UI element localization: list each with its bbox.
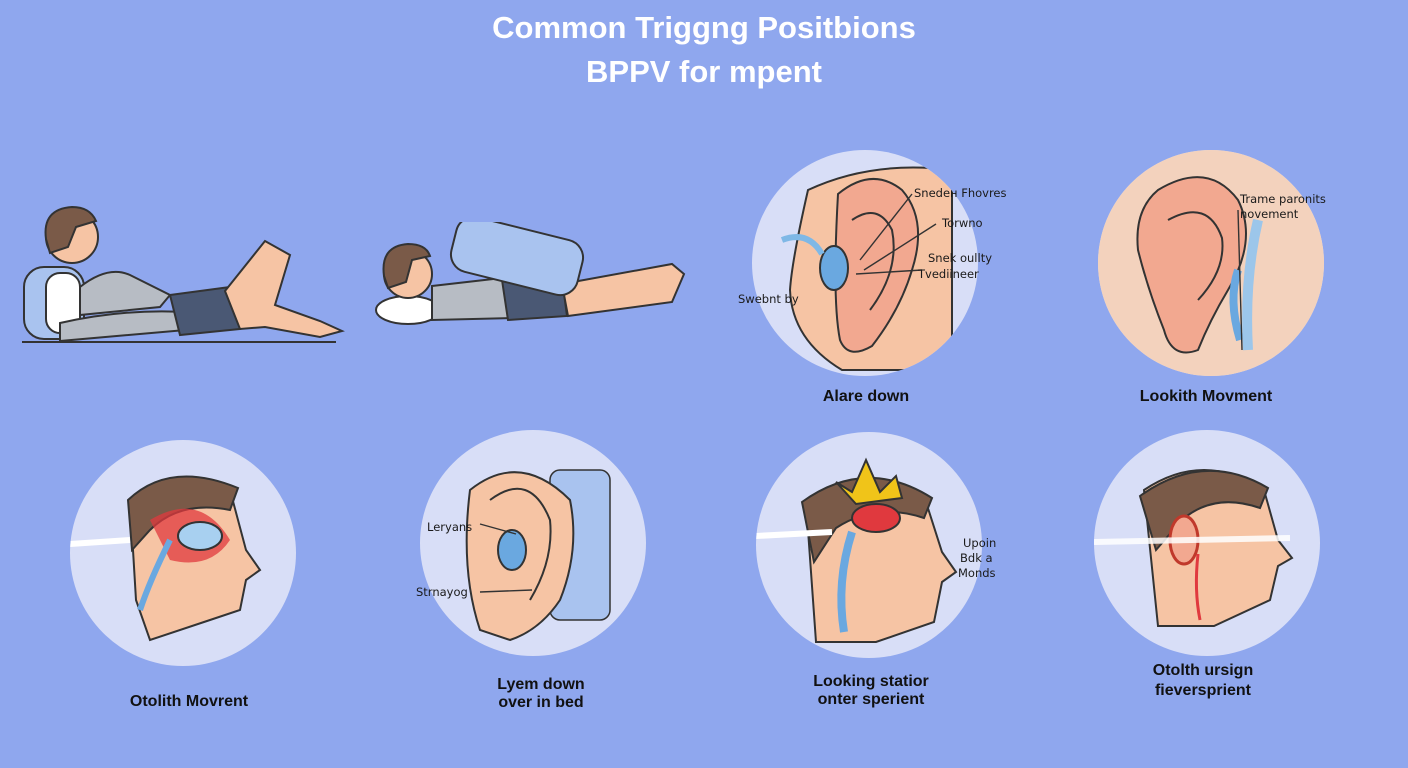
label-novement: novement [1240,207,1299,221]
label-trame-paronits: Trame paronits [1240,192,1326,206]
panel-ear-pillow [420,430,646,656]
caption-lookith-movment: Lookith Movment [1139,388,1273,405]
panel-head-inner-ear [70,440,296,666]
caption-otolth-ursign-line1: Otolth ursign [1152,662,1254,679]
head-headband-illustration [1094,469,1294,627]
label-sneden-fhovres: Snedeн Fhovres [914,186,1007,200]
caption-alare-down: Alare down [822,388,910,405]
label-swebnt-by: Swebnt by [738,292,799,306]
ear-side-illustration [780,166,953,371]
label-strnayog: Strnayog [416,585,468,599]
caption-looking-statior-line2: onter sperient [817,691,925,708]
label-bdk-a: Bdk a [960,551,993,565]
reclining-person-illustration [22,205,345,343]
panel-ear-closeup [1098,150,1324,376]
label-tvediineer: Tvediineer [918,267,979,281]
panel-head-crown [756,432,982,658]
caption-otolth-ursign-line2: fieversprient [1154,682,1252,699]
panel-head-headband [1094,430,1320,656]
ear-closeup-illustration [1098,150,1324,376]
label-monds: Monds [958,566,996,580]
panel-ear-side-view [752,150,978,376]
lying-person-illustration [375,222,686,325]
ear-pillow-illustration [465,469,611,642]
page-title: Common Triggng Positbions [492,10,916,45]
label-snek-oullty: Snek oullty [928,251,993,265]
caption-looking-statior-line1: Looking statior [813,673,929,690]
head-inner-ear-illustration [70,475,262,642]
label-torwno: Torwno [942,216,983,230]
page-subtitle: BPPV for mpent [586,54,822,89]
caption-lyem-down-line2: over in bed [498,694,584,711]
head-crown-illustration [756,457,958,643]
label-leryans: Leryans [427,520,473,534]
label-upoin: Upoin [963,536,997,550]
caption-otolith-movrent: Otolith Movrent [129,693,249,710]
caption-lyem-down-line1: Lyem down [497,676,585,693]
